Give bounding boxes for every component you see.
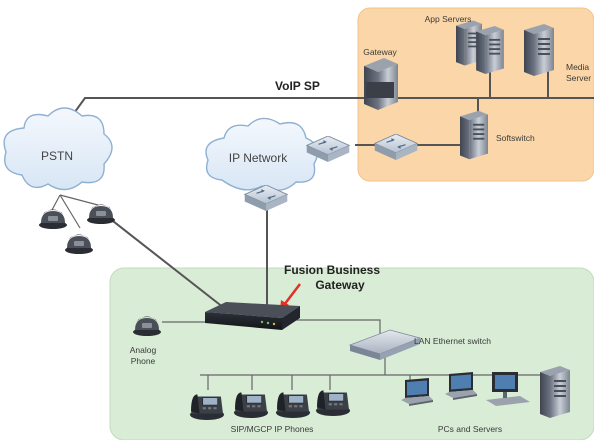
analog-phone-label-line1: Analog bbox=[130, 345, 157, 355]
ethernet-switch-icon bbox=[348, 329, 422, 360]
desk-phone-icon bbox=[87, 204, 115, 224]
ip-phone-icon bbox=[275, 391, 311, 418]
media-servers: Media Server bbox=[524, 24, 591, 83]
softswitch-label: Softswitch bbox=[496, 133, 535, 143]
analog-phone-label-line2: Phone bbox=[131, 356, 156, 366]
desk-phone-icon bbox=[65, 234, 93, 254]
lan-switch-label: LAN Ethernet switch bbox=[414, 336, 491, 346]
media-servers-label-line2: Server bbox=[566, 73, 591, 83]
business-gateway-icon bbox=[205, 302, 300, 330]
server-tower-icon bbox=[364, 58, 398, 110]
ip-network-cloud: IP Network bbox=[205, 117, 319, 191]
ip-phone-icon bbox=[189, 393, 225, 420]
ip-phone-icon bbox=[233, 391, 269, 418]
server-tower-icon bbox=[476, 26, 504, 74]
ip-phones-label: SIP/MGCP IP Phones bbox=[231, 424, 314, 434]
laptop-icon bbox=[401, 378, 433, 406]
pstn-cloud: PSTN bbox=[3, 107, 113, 191]
fusion-gateway-label-line2: Gateway bbox=[315, 278, 365, 292]
enterprise-zone bbox=[109, 267, 594, 440]
pstn-label: PSTN bbox=[41, 149, 73, 163]
app-servers-label: App Servers bbox=[425, 14, 472, 24]
server-tower-icon bbox=[540, 366, 570, 418]
gateway-server: Gateway bbox=[363, 47, 398, 110]
cloud-icon bbox=[205, 117, 319, 191]
fusion-gateway-label-line1: Fusion Business bbox=[284, 263, 380, 277]
desk-phone-icon bbox=[39, 209, 67, 229]
voip-sp-label: VoIP SP bbox=[275, 79, 320, 93]
cloud-icon bbox=[3, 107, 113, 191]
app-servers: App Servers bbox=[425, 14, 504, 74]
pcs-servers-label: PCs and Servers bbox=[438, 424, 502, 434]
laptop-icon bbox=[445, 372, 477, 400]
ip-network-label: IP Network bbox=[229, 151, 288, 165]
gateway-label: Gateway bbox=[363, 47, 397, 57]
desktop-pc-icon bbox=[486, 372, 530, 406]
server-tower-icon bbox=[460, 110, 488, 160]
server-tower-icon bbox=[524, 24, 554, 76]
softswitch-server: Softswitch bbox=[460, 110, 535, 160]
media-servers-label-line1: Media bbox=[566, 62, 589, 72]
ip-phone-icon bbox=[315, 389, 351, 416]
